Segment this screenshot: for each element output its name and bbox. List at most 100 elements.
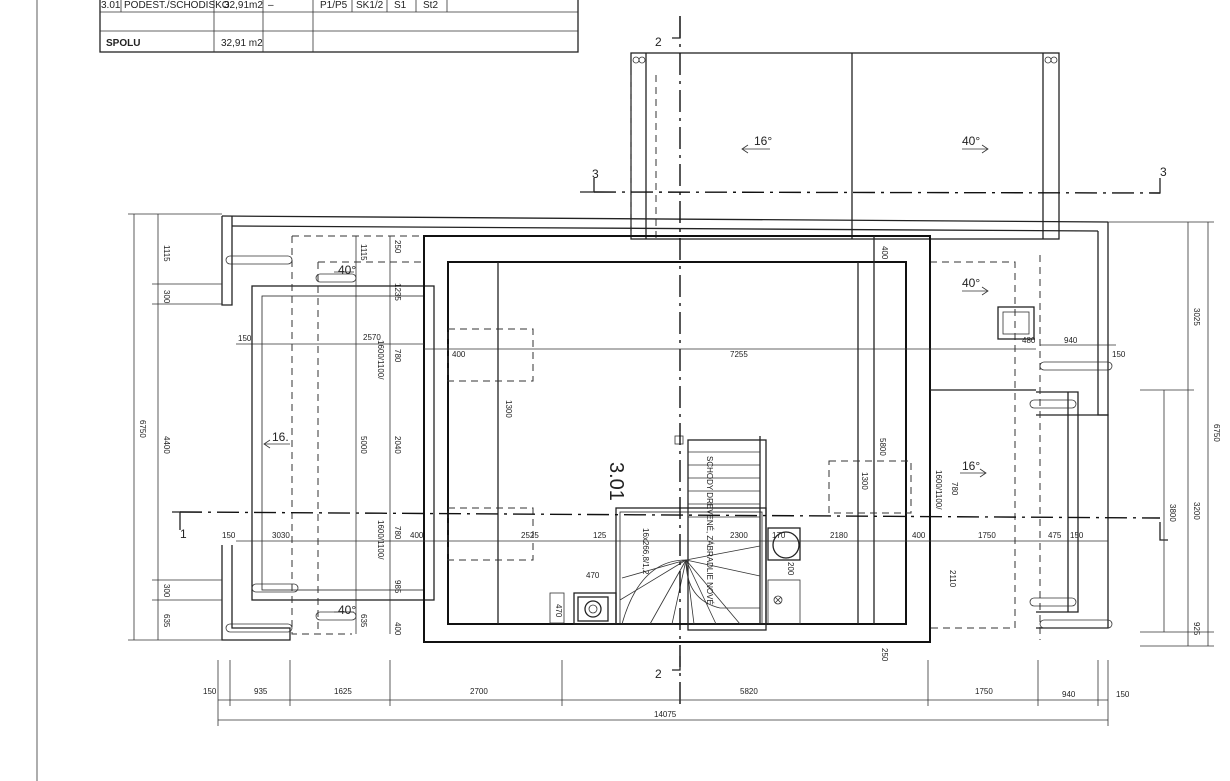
chimney	[997, 306, 1035, 340]
dim-w-2300: 2300	[730, 531, 748, 540]
dim-right-2: 3200	[1192, 502, 1201, 520]
dim-w-170: 170	[772, 531, 786, 540]
section-3-left-label: 3	[592, 167, 599, 181]
dim-bottom-2: 935	[254, 687, 268, 696]
window-label-1: 1600/1100/	[376, 340, 385, 380]
table-room-area: 32,91m2	[224, 0, 263, 11]
section-axes: 2 2 3 3 1	[172, 16, 1168, 710]
window-label-2: 1600/1100/	[376, 520, 385, 560]
table-total-label: SPOLU	[106, 38, 140, 49]
dimension-chain-left: 6750 1115 300 4400 300 635	[128, 213, 222, 641]
table-total-area: 32,91 m2	[221, 38, 263, 49]
slope-west: 16.	[272, 430, 289, 444]
dim-right-1: 3025	[1192, 308, 1201, 326]
dim-v-780b: 780	[393, 526, 402, 540]
dim-w-475: 475	[1048, 531, 1062, 540]
dim-v-1235: 1235	[393, 283, 402, 301]
dim-left-3: 4400	[162, 436, 171, 454]
dim-right-3: 3800	[1168, 504, 1177, 522]
dim-w-940: 940	[1064, 336, 1078, 345]
roof-north-outline	[630, 52, 1060, 240]
dim-w-400a: 400	[452, 350, 466, 359]
table-room-dash: –	[268, 0, 274, 11]
dim-bottom-7: 940	[1062, 690, 1076, 699]
window-label-3: 1600/1100/	[934, 470, 943, 510]
dim-w-150c: 150	[1070, 531, 1084, 540]
section-1-label: 1	[180, 527, 187, 541]
dim-bottom-8: 150	[1116, 690, 1130, 699]
dim-v-250: 250	[393, 240, 402, 254]
staircase: SCHODY DREVENÉ, ZÁBRADLIE NOVÉ 16x266,8/…	[615, 435, 767, 631]
dim-v-250-bottom: 250	[880, 648, 889, 662]
stair-spec: 16x266,8/1,2	[641, 528, 650, 575]
dim-v-1115: 1115	[359, 244, 368, 261]
dim-left-outer: 6750	[138, 420, 147, 438]
dim-w-480: 480	[1022, 336, 1036, 345]
dim-overall: 14075	[654, 710, 677, 719]
section-2-bottom-label: 2	[655, 667, 662, 681]
dimension-chain-right: 3025 3200 3800 925 6750	[1108, 221, 1221, 647]
dim-bottom-6: 1750	[975, 687, 993, 696]
table-room-number: 3.01	[101, 0, 121, 11]
dim-bottom-1: 150	[203, 687, 217, 696]
slope-east-top: 40°	[962, 276, 980, 290]
dim-v-2040: 2040	[393, 436, 402, 454]
exterior-walls	[423, 235, 1036, 643]
dim-v-5000: 5000	[359, 436, 368, 454]
gutter-details	[225, 255, 1113, 633]
fireplace-boiler	[549, 527, 801, 625]
dim-w-2180: 2180	[830, 531, 848, 540]
room-schedule-table: 3.01 PODEST./SCHODISKO 32,91m2 – P1/P5 S…	[99, 0, 579, 53]
dim-v-5800: 5800	[878, 438, 887, 456]
dim-v-400-top: 400	[880, 246, 889, 260]
dimension-chain-bottom: 150 935 1625 2700 5820 1750 940 150 1407…	[203, 660, 1130, 726]
stair-note: SCHODY DREVENÉ, ZÁBRADLIE NOVÉ	[705, 456, 714, 605]
section-3-right-label: 3	[1160, 165, 1167, 179]
dim-w-3030: 3030	[272, 531, 290, 540]
dim-w-2525: 2525	[521, 531, 539, 540]
dim-left-4: 300	[162, 584, 171, 598]
dim-bottom-4: 2700	[470, 687, 488, 696]
dim-v-985: 985	[393, 580, 402, 594]
table-room-floor: P1/P5	[320, 0, 348, 11]
table-room-wall: SK1/2	[356, 0, 384, 11]
dim-w-2570: 2570	[363, 333, 381, 342]
dim-right-4: 925	[1192, 622, 1201, 636]
slope-north-east: 40°	[962, 134, 980, 148]
dim-v-635: 635	[359, 614, 368, 628]
dim-w-7255: 7255	[730, 350, 748, 359]
dim-w-400b: 400	[410, 531, 424, 540]
slope-north-west: 16°	[754, 134, 772, 148]
dim-w-150a: 150	[238, 334, 252, 343]
table-room-name: PODEST./SCHODISKO	[124, 0, 230, 11]
dim-w-470: 470	[586, 571, 600, 580]
dim-v-1300b: 1300	[860, 472, 869, 490]
dim-bottom-5: 5820	[740, 687, 758, 696]
table-room-ceiling: St2	[423, 0, 438, 11]
dim-v-780a: 780	[393, 349, 402, 363]
slope-west-top: 40°	[338, 263, 356, 277]
dim-v-470: 470	[554, 604, 563, 618]
roof-slope-marks: 16° 40° 40° 40° 16. 16° 40°	[263, 134, 989, 617]
dim-v-400: 400	[393, 622, 402, 636]
dim-w-150d: 150	[1112, 350, 1126, 359]
roof-outline	[221, 215, 1109, 641]
dim-w-125: 125	[593, 531, 607, 540]
dim-left-2: 300	[162, 290, 171, 304]
slope-east: 16°	[962, 459, 980, 473]
roof-windows	[447, 328, 912, 561]
interior-dimensions: 150 2570 400 7255 480 940 150 150 3030 4…	[222, 236, 1126, 662]
dim-v-1300a: 1300	[504, 400, 513, 418]
dim-v-200: 200	[786, 562, 795, 576]
dim-v-780c: 780	[950, 482, 959, 496]
dim-w-150b: 150	[222, 531, 236, 540]
dim-w-1750: 1750	[978, 531, 996, 540]
dim-left-1: 1115	[162, 245, 171, 262]
room-label: 3.01	[605, 462, 627, 501]
slope-west-bottom: 40°	[338, 603, 356, 617]
dim-right-outer: 6750	[1212, 424, 1221, 442]
table-room-s: S1	[394, 0, 407, 11]
dim-v-2110: 2110	[948, 570, 957, 588]
section-2-top-label: 2	[655, 35, 662, 49]
